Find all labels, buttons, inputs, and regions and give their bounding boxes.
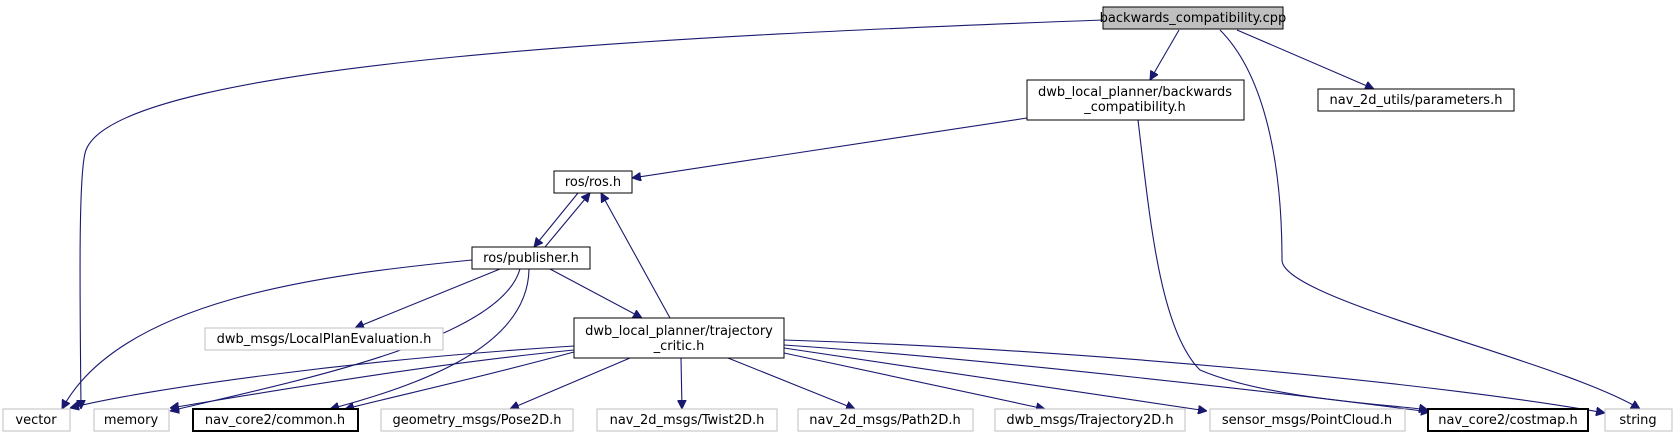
node-box [553, 170, 633, 194]
node-label: nav_2d_utils/parameters.h [1330, 93, 1503, 108]
node-ros-publisher-h[interactable]: ros/publisher.h [471, 246, 591, 270]
edge-publisher-to-localplan [355, 268, 501, 328]
edge-publisher-to-memory [170, 268, 521, 411]
node-nav-core2-costmap-h[interactable]: nav_core2/costmap.h [1427, 408, 1589, 432]
edge-root-to-vector [80, 19, 1104, 409]
node-box [1427, 408, 1589, 432]
node-label-line-2: _critic.h [653, 339, 705, 354]
node-box [573, 317, 785, 359]
edge-ros-to-publisher [534, 192, 579, 247]
node-dwb-msgs-localplanevaluation-h[interactable]: dwb_msgs/LocalPlanEvaluation.h [204, 327, 444, 351]
node-box [380, 408, 574, 432]
node-ros-ros-h[interactable]: ros/ros.h [553, 170, 633, 194]
node-label: string [1619, 413, 1656, 428]
node-box [1102, 6, 1284, 30]
node-box [596, 408, 778, 432]
edge-critic-to-vector [70, 345, 575, 408]
node-dwb-msgs-trajectory2d-h[interactable]: dwb_msgs/Trajectory2D.h [994, 408, 1186, 432]
node-nav-2d-msgs-twist2d-h[interactable]: nav_2d_msgs/Twist2D.h [596, 408, 778, 432]
node-memory[interactable]: memory [93, 408, 170, 432]
node-box [204, 327, 444, 351]
edge-publisher-to-ros [544, 193, 590, 248]
node-sensor-msgs-pointcloud-h[interactable]: sensor_msgs/PointCloud.h [1209, 408, 1406, 432]
node-box [1317, 88, 1515, 112]
edge-critic-to-path2d [727, 357, 855, 409]
node-label: ros/ros.h [565, 175, 621, 190]
edge-critic-to-string [783, 339, 1605, 413]
edge-publisher-to-vector [61, 259, 473, 409]
node-label: geometry_msgs/Pose2D.h [392, 413, 561, 428]
node-box [1604, 408, 1673, 432]
node-label: nav_2d_msgs/Twist2D.h [610, 413, 765, 428]
node-box [2, 408, 71, 432]
edge-root-to-dwb_bc [1150, 29, 1180, 80]
node-nav-2d-utils-parameters-h[interactable]: nav_2d_utils/parameters.h [1317, 88, 1515, 112]
node-nav-2d-msgs-path2d-h[interactable]: nav_2d_msgs/Path2D.h [797, 408, 974, 432]
edge-critic-to-twist2d [681, 357, 682, 409]
node-label: memory [104, 413, 159, 428]
node-dwb-trajectory-critic-h[interactable]: dwb_local_planner/trajectory _critic.h [573, 317, 785, 359]
node-label: nav_core2/costmap.h [1438, 413, 1577, 428]
node-backwards-compatibility-cpp[interactable]: backwards_compatibility.cpp [1100, 6, 1287, 30]
node-box [797, 408, 974, 432]
node-geometry-msgs-pose2d-h[interactable]: geometry_msgs/Pose2D.h [380, 408, 574, 432]
edge-publisher-to-critic [549, 268, 642, 319]
edge-publisher-to-common [330, 268, 530, 409]
node-label-line-1: dwb_local_planner/backwards [1038, 85, 1232, 100]
node-box [994, 408, 1186, 432]
edge-critic-to-memory [170, 349, 575, 408]
dependency-nodes: backwards_compatibility.cpp dwb_local_pl… [2, 6, 1673, 432]
edge-critic-to-ros [601, 193, 671, 319]
node-label: sensor_msgs/PointCloud.h [1222, 413, 1392, 428]
node-box [1026, 79, 1245, 121]
node-label: backwards_compatibility.cpp [1100, 11, 1287, 26]
node-box [192, 408, 359, 432]
node-vector[interactable]: vector [2, 408, 71, 432]
node-string[interactable]: string [1604, 408, 1673, 432]
node-label: dwb_msgs/Trajectory2D.h [1006, 413, 1173, 428]
edge-dwb_bc-to-ros [632, 117, 1028, 178]
dependency-edges [61, 19, 1640, 413]
edge-critic-to-pointcloud [783, 347, 1207, 411]
node-label-line-1: dwb_local_planner/trajectory [585, 324, 773, 339]
edge-critic-to-traj2d [783, 352, 1045, 409]
node-box [471, 246, 591, 270]
edge-dwb_bc-to-costmap [1137, 119, 1428, 410]
node-box [1209, 408, 1406, 432]
edge-critic-to-costmap [783, 344, 1430, 412]
edge-root-to-string [1219, 29, 1640, 409]
node-label: vector [15, 413, 57, 428]
node-dwb-backwards-compatibility-h[interactable]: dwb_local_planner/backwards _compatibili… [1026, 79, 1245, 121]
edge-critic-to-pose2d [510, 357, 631, 409]
node-box [93, 408, 170, 432]
node-label-line-2: _compatibility.h [1083, 100, 1186, 115]
edge-root-to-params [1236, 29, 1374, 89]
node-label: ros/publisher.h [483, 251, 579, 266]
edge-critic-to-common [345, 351, 575, 409]
node-nav-core2-common-h[interactable]: nav_core2/common.h [192, 408, 359, 432]
node-label: nav_2d_msgs/Path2D.h [809, 413, 960, 428]
node-label: nav_core2/common.h [205, 413, 345, 428]
node-label: dwb_msgs/LocalPlanEvaluation.h [217, 332, 432, 347]
